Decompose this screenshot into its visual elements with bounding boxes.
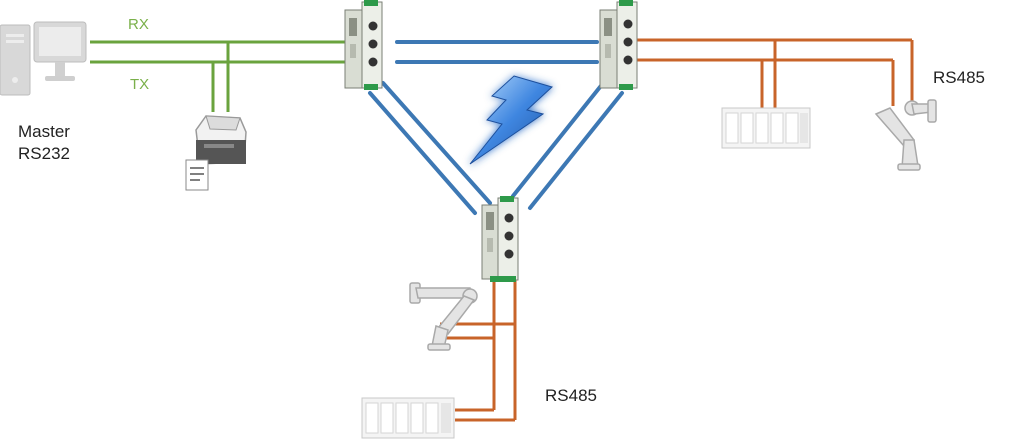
modem-top-left bbox=[344, 0, 383, 90]
link-right-1 bbox=[511, 80, 606, 198]
rs232-label: RS232 bbox=[18, 144, 70, 163]
master-label: Master bbox=[18, 122, 70, 141]
rs232-lines bbox=[90, 40, 345, 112]
modem-bottom bbox=[481, 196, 519, 282]
rs485-lines-right bbox=[635, 38, 914, 108]
link-right-2 bbox=[528, 91, 624, 210]
modem-top-right bbox=[599, 0, 638, 90]
radio-modem-icon bbox=[344, 0, 638, 282]
link-left-2 bbox=[381, 81, 492, 205]
lightning-bolt-icon bbox=[469, 75, 553, 165]
plc-bottom bbox=[361, 397, 455, 439]
robot-bottom bbox=[409, 282, 478, 351]
link-left-1 bbox=[368, 91, 477, 215]
plc-right bbox=[721, 107, 811, 149]
plc-rack-icon bbox=[361, 107, 811, 439]
rs485-lines-bottom bbox=[440, 278, 517, 422]
tx-label: TX bbox=[130, 76, 150, 93]
wireless-links bbox=[368, 40, 624, 215]
rs485-bottom-label: RS485 bbox=[545, 386, 597, 405]
label-printer-icon bbox=[185, 115, 247, 191]
robot-arm-icon bbox=[409, 99, 937, 351]
rs485-right-label: RS485 bbox=[933, 68, 985, 87]
robot-right bbox=[874, 99, 937, 171]
desktop-computer-icon bbox=[0, 21, 87, 96]
rx-label: RX bbox=[128, 16, 149, 33]
